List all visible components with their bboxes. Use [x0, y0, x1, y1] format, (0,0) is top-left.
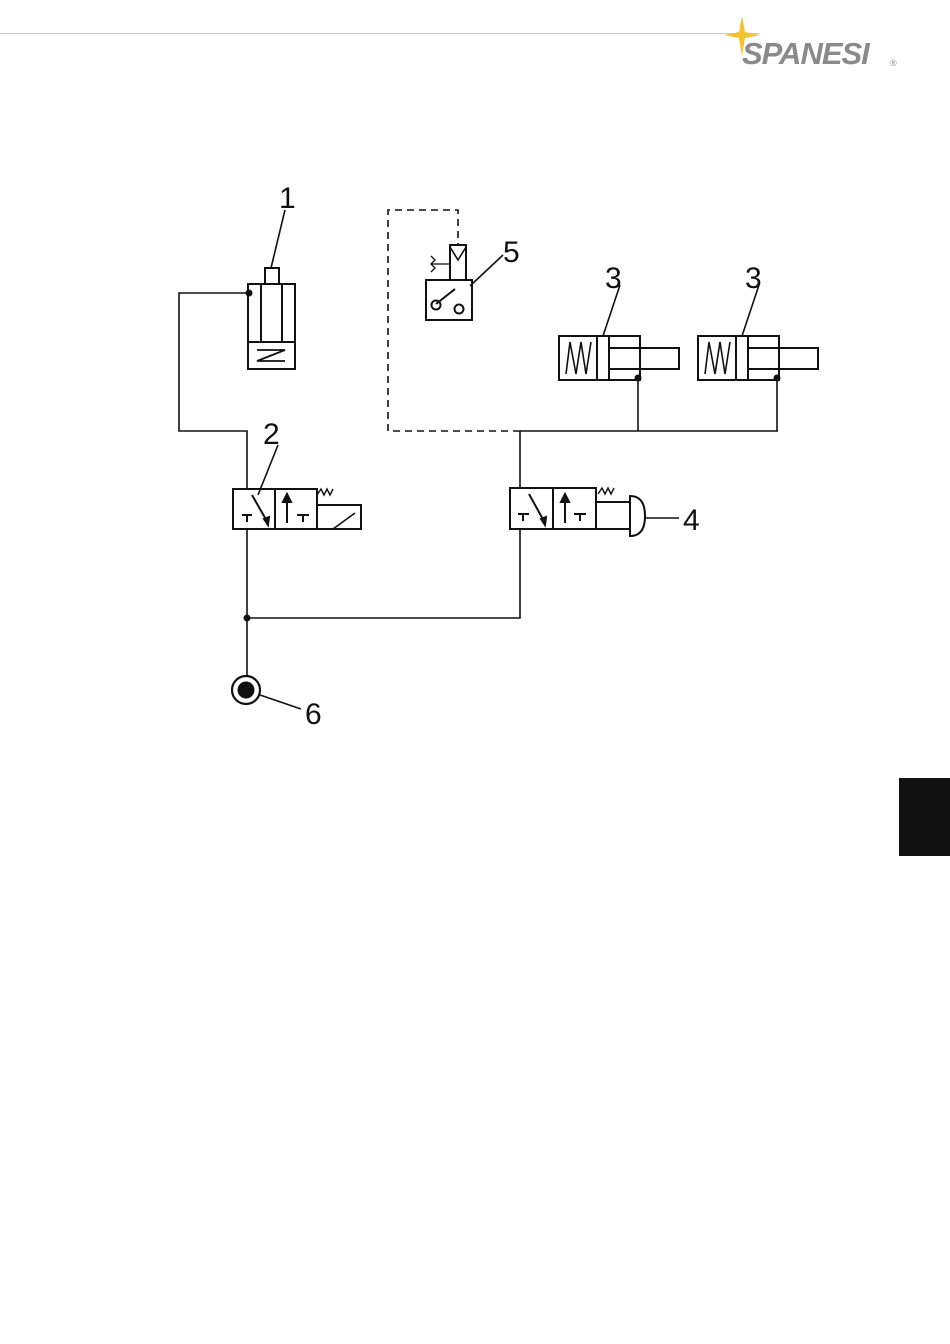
callout-label-3-left: 3 — [605, 262, 622, 295]
callout-leaders — [258, 210, 759, 709]
cylinder-3-left — [559, 336, 679, 380]
callout-label-6: 6 — [305, 698, 322, 731]
callout-label-4: 4 — [683, 504, 700, 537]
air-supply-6 — [232, 676, 260, 704]
logo-registered-mark: ® — [890, 58, 897, 68]
pneumatic-circuit-diagram: 1 2 5 3 3 4 6 — [167, 168, 828, 735]
callout-label-2: 2 — [263, 418, 280, 451]
cylinder-1 — [248, 268, 295, 369]
push-button-valve-4 — [510, 488, 645, 536]
junction-dots — [244, 290, 781, 622]
solenoid-valve-2 — [233, 489, 361, 529]
logo-wordmark: SPANESI — [742, 36, 871, 71]
header-accent-line — [0, 33, 760, 34]
callout-label-5: 5 — [503, 236, 520, 269]
callout-label-3-right: 3 — [745, 262, 762, 295]
callout-label-1: 1 — [279, 182, 296, 215]
cylinder-3-right — [698, 336, 818, 380]
chapter-tab-marker — [899, 778, 950, 856]
spanesi-logo: SPANESI ® — [722, 14, 912, 74]
pressure-switch-5 — [426, 245, 472, 320]
